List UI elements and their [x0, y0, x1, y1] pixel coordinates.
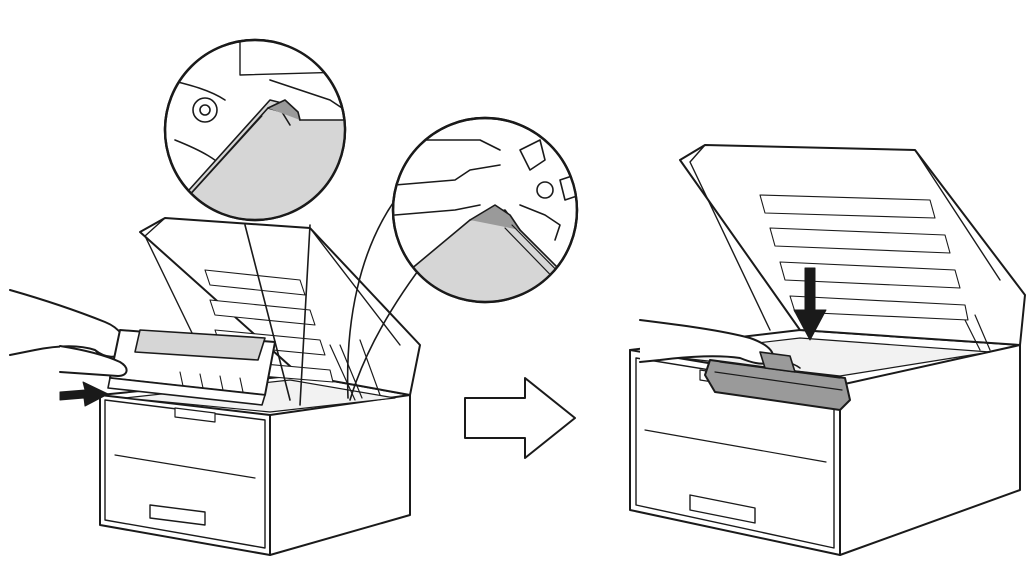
- step-arrow-icon: [464, 377, 576, 459]
- right-hand: [59, 345, 128, 377]
- right-printer-body: [629, 329, 1021, 556]
- down-arrow-icon: [793, 267, 827, 341]
- push-arrow-icon: [59, 381, 109, 407]
- left-step-illustration: [9, 38, 579, 556]
- zoom-circle-lower: [391, 116, 579, 304]
- right-step-illustration: [629, 144, 1026, 556]
- zoom-circle-upper: [163, 38, 347, 222]
- drum-toner-assembly: [704, 351, 851, 411]
- right-top-cover: [679, 144, 1026, 351]
- belt-unit: [107, 329, 276, 406]
